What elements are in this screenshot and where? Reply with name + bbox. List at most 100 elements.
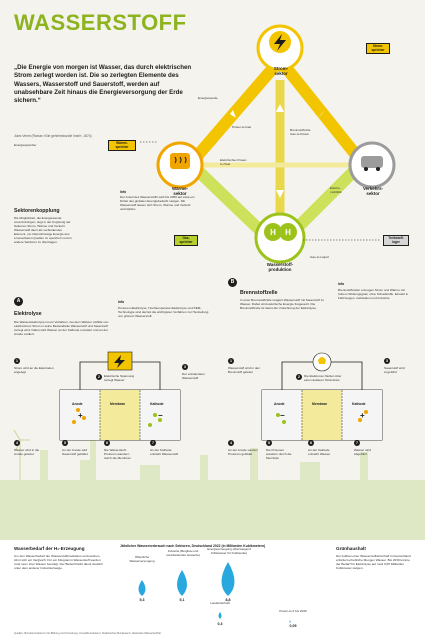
brennstoffzelle-text: In einer Brennstoffzelle reagiert Wasser…: [240, 298, 324, 310]
elektrolyse-minus: −: [158, 411, 163, 420]
band-strom-waerme: [187, 56, 285, 166]
callout-power-to-heat: Elektrisches Power-to-Heat: [220, 158, 248, 166]
h-atom-1-icon: [264, 223, 282, 241]
drop-4-value: 0,3: [217, 622, 223, 626]
arrow-down-icon: [276, 190, 284, 198]
elektrolyse-step-2-badge: 2: [96, 374, 102, 380]
electrolysis-kathode: [140, 390, 180, 440]
band-strom-verkehr: [275, 56, 365, 164]
h-atom-2-icon: [279, 223, 297, 241]
elektrolyse-step-7-badge: 7: [150, 440, 156, 446]
drop-3-label: Energieerzeugung (überwiegend Kühlwasser…: [207, 547, 251, 555]
label-waerme-sektor: Wärme- sektor: [171, 186, 189, 196]
brennstoff-step-1: Wasserstoff wird in den Brennstoff gelei…: [228, 366, 260, 374]
elektrolyse-membran-label: Membran: [110, 402, 126, 406]
industry-silhouette: [0, 440, 425, 540]
elektrolyse-text: Die Wasserelektrolyse ist ein Verfahren,…: [14, 320, 109, 336]
cell-diagrams: [0, 351, 425, 540]
callout-energiewende: Energiewende: [198, 96, 218, 100]
svg-text:H: H: [270, 228, 276, 237]
drop-2-label: Industrie (Bergbau und verarbeitendes Ge…: [166, 549, 200, 557]
intro-quote: „Die Energie von morgen ist Wasser, das …: [14, 64, 192, 105]
arrow-diag2-icon: [318, 110, 325, 118]
brennstoff-anode-label: Anode: [274, 402, 285, 406]
elektrolyse-step-1: Strom wird an die Elektroden angelegt: [14, 366, 54, 374]
badge-a: A: [14, 297, 23, 306]
brennstoff-kathode-label: Kathode: [352, 402, 366, 406]
brennstoff-step-5-badge: 5: [266, 440, 272, 446]
badge-b: B: [228, 278, 237, 287]
elektrolyse-step-6: Die Wasserstoff-Protonen wandern durch d…: [104, 448, 131, 460]
callout-elektromobilitaet: Elektro- mobilität: [330, 186, 342, 194]
label-verkehrs-sektor: Verkehrs- sektor: [362, 186, 383, 196]
elektrolyse-step-1-badge: 1: [14, 358, 20, 364]
brennstoff-step-6: An der Kathode entsteht Wasser: [308, 448, 331, 456]
elektrolyse-step-3-badge: 3: [182, 364, 188, 370]
quote-author: Jules Verne (Roman »Die geheimnisvolle I…: [14, 134, 92, 138]
svg-text:H: H: [285, 228, 291, 237]
brennstoff-step-7-badge: 7: [354, 440, 360, 446]
water-demand-section: Wasserbedarf der H₂-Erzeugung Um den Was…: [0, 540, 425, 639]
elektrolyse-step-5: An der Anode wird Sauerstoff gebildet: [62, 448, 88, 456]
wasserstoff-circle: [254, 212, 306, 264]
brennstoff-minus: −: [280, 411, 285, 420]
water-use-heading: Jährlicher Wasserverbrauch nach Sektoren…: [120, 544, 266, 548]
elektrolyse-step-2: Elektrische Spannung zerlegt Wasser: [104, 374, 135, 382]
sektorkopplung-text: Die Möglichkeit, die Energiewende voranz…: [14, 216, 72, 244]
electrolysis-membrane: [100, 390, 140, 440]
elektrolyse-step-4-badge: 4: [14, 440, 20, 446]
brennstoff-step-2-badge: 2: [296, 374, 302, 380]
callout-brennstoffzelle: Brennstoffzelle Gas-to-Power: [290, 128, 311, 136]
drop-5-label: Power-to-X bis 2030: [279, 609, 307, 613]
water-drops-chart: [138, 562, 291, 623]
brennstoff-step-6-badge: 6: [308, 440, 314, 446]
brennstoffzelle-heading: Brennstoffzelle: [240, 290, 278, 296]
elektrolyse-anode-label: Anode: [72, 402, 83, 406]
brennstoff-step-3-badge: 3: [384, 358, 390, 364]
store-waerme-speicher: Wärme- speicher: [108, 140, 136, 152]
brennstoff-step-2: Die Elektronen fließen über einen äußere…: [304, 374, 342, 382]
drop-4-label: Landwirtschaft: [210, 601, 230, 605]
sector-coupling-diagram: H H: [140, 24, 396, 264]
drop-2-value: 5,1: [179, 598, 185, 602]
drop-1-value: 5,3: [139, 598, 145, 602]
drop-3-value: 8,8: [225, 598, 231, 602]
electrolysis-anode: [60, 390, 100, 440]
elektrolyse-step-3: Der entstandene Wasserstoff: [182, 372, 205, 380]
elektrolyse-step-4: Wasser wird in die Anode geleitet: [14, 448, 40, 456]
heater-icon: [170, 153, 190, 169]
info-text: Der Anteil des Wasserstoffs wird bis 205…: [120, 195, 195, 211]
elektrolyse-kathode-label: Kathode: [150, 402, 164, 406]
oxygen-bubbles: [72, 408, 86, 424]
car-icon: [361, 156, 383, 168]
gruenhaushalt-heading: Grünhaushalt: [336, 546, 366, 551]
elektrolyse-step-7: An der Kathode entsteht Wasserstoff: [150, 448, 179, 456]
label-wasserstoff-produktion: Wasserstoff- produktion: [266, 262, 294, 272]
elektrolyse-step-6-badge: 6: [104, 440, 110, 446]
brennstoff-step-1-badge: 1: [228, 358, 234, 364]
drop-1-label: Öffentliche Wasserversorgung: [129, 555, 155, 563]
brennstoff-membran-label: Membran: [312, 402, 328, 406]
info-head: Info: [120, 190, 127, 194]
drop-icon-3: [221, 562, 235, 596]
fuelcell-kathode: [342, 390, 382, 440]
drop-icon-4: [218, 612, 222, 619]
callout-gas-to-liquid: Gas-to-Liquid: [310, 255, 329, 259]
fuelcell-membrane: [302, 390, 342, 440]
callout-energiespeicher: Energiespeicher: [14, 143, 37, 147]
fuelcell-anode: [262, 390, 302, 440]
drop-icon-1: [138, 580, 146, 596]
brennstoff-step-5: Die Protonen wandern durch die Membran: [266, 448, 292, 460]
drop-icon-2: [177, 570, 187, 596]
brennstoff-step-7: Wasser wird abgeführt: [354, 448, 371, 456]
water-demand-heading: Wasserbedarf der H₂-Erzeugung: [14, 546, 85, 551]
drop-5-value: 0,05: [289, 624, 297, 628]
water-demand-text: Um den Wasserbedarf der Wasserstoffprodu…: [14, 554, 103, 570]
arrow-diag-icon: [230, 110, 236, 118]
brennstoff-step-3: Sauerstoff wird zugeführt: [384, 366, 405, 374]
brennstoff-plus: +: [360, 411, 365, 420]
store-treibstoff-lager: Treibstoff- lager: [383, 235, 409, 247]
heat-waves-icon: [174, 156, 187, 164]
lightning-icon: [274, 34, 286, 51]
